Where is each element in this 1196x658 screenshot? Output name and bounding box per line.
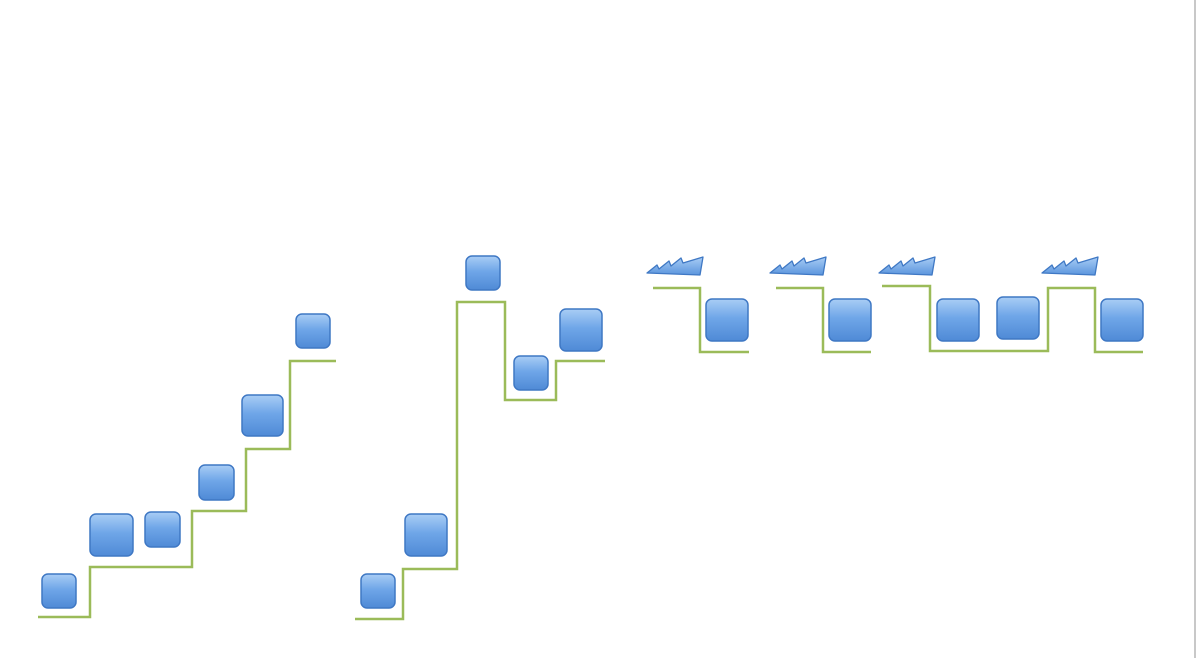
lightning-signal-icon [769, 256, 827, 276]
block-box [295, 313, 331, 349]
step-line [776, 286, 871, 354]
block-box [89, 513, 134, 557]
step-line [653, 286, 749, 354]
step-line [355, 300, 605, 621]
block-box [996, 296, 1040, 340]
staircase-group [38, 313, 336, 619]
block-box [1100, 298, 1144, 342]
block-box [360, 573, 396, 609]
block-box [144, 511, 181, 548]
block-box [559, 308, 603, 352]
block-box [41, 573, 77, 609]
block-box [705, 298, 749, 342]
step-line [38, 359, 336, 619]
block-box [513, 355, 549, 391]
lightning-signal-icon [646, 256, 704, 276]
block-box [828, 298, 872, 342]
wireless-group [646, 256, 1144, 354]
spike-group [355, 255, 605, 621]
step-line [882, 284, 1143, 354]
lightning-signal-icon [1041, 256, 1099, 276]
block-box [936, 298, 980, 342]
lightning-signal-icon [878, 256, 936, 276]
block-box [241, 394, 284, 437]
slide-edge [1194, 0, 1196, 658]
block-box [465, 255, 501, 291]
block-box [198, 464, 235, 501]
block-box [404, 513, 448, 557]
